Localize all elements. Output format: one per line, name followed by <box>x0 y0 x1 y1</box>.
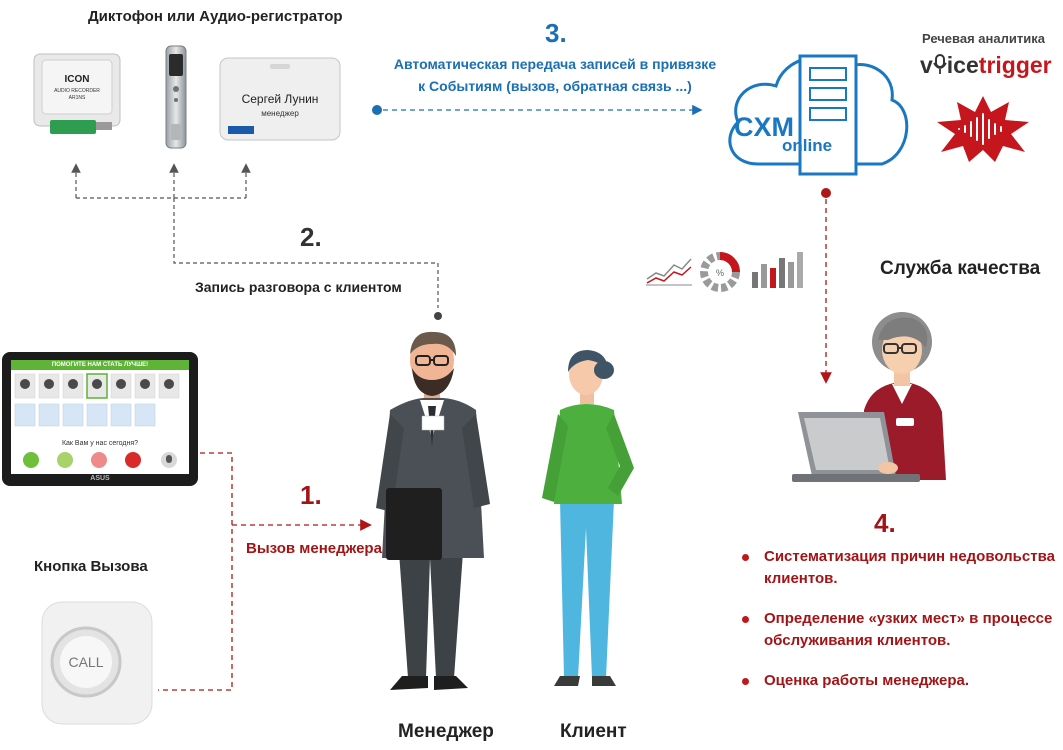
tablet-brand: ASUS <box>90 475 110 482</box>
sound-burst-icon <box>933 94 1033 164</box>
analytics-label: Речевая аналитика <box>922 31 1045 46</box>
voice-recorder <box>160 44 190 152</box>
voicetrigger-trigger: trigger <box>978 52 1052 78</box>
record-connector <box>71 163 439 308</box>
outcome-list: Систематизация причин недовольства клиен… <box>738 546 1056 710</box>
icon-brand: ICON <box>65 74 90 85</box>
microphone-icon <box>933 53 947 74</box>
client-figure <box>538 348 638 690</box>
client-label: Клиент <box>560 721 627 742</box>
call-button-label: CALL <box>68 654 104 670</box>
step4-number: 4. <box>874 508 896 538</box>
recorder-title: Диктофон или Аудио-регистратор <box>88 8 343 25</box>
manager-label: Менеджер <box>398 721 494 742</box>
step3-text-line2: к Событиям (вызов, обратная связь ...) <box>418 78 692 94</box>
upload-start-dot <box>372 105 382 115</box>
manager-connector-dot <box>434 312 442 320</box>
icon-line1: AUDIO RECORDER <box>54 88 100 94</box>
svg-text:%: % <box>716 268 724 278</box>
badge-role: менеджер <box>261 109 299 118</box>
bar-chart-icon <box>750 250 804 290</box>
tablet-question: Как Вам у нас сегодня? <box>61 440 139 447</box>
name-badge: Сергей Лунин менеджер <box>218 56 344 144</box>
step1-text: Вызов менеджера <box>246 540 382 557</box>
tablet-rating-row <box>19 450 184 470</box>
call-connector <box>158 452 372 691</box>
cloud-output-dot <box>821 188 831 198</box>
step3-number: 3. <box>545 18 567 48</box>
step3-text-line1: Автоматическая передача записей в привяз… <box>393 56 717 72</box>
cxm-logo-bottom: online <box>782 136 833 155</box>
donut-chart-icon: % <box>698 250 742 294</box>
list-item: Определение «узких мест» в процессе обсл… <box>738 608 1056 652</box>
line-chart-icon <box>644 255 694 287</box>
quality-service-title: Служба качества <box>880 258 1041 279</box>
tablet-staff-grid <box>14 373 180 427</box>
call-button: CALL <box>38 598 156 728</box>
tablet-header: ПОМОГИТЕ НАМ СТАТЬ ЛУЧШЕ! <box>11 360 189 370</box>
quality-analyst-figure <box>792 300 952 490</box>
audio-recorder-box: ICON AUDIO RECORDER AR1NS <box>28 50 123 136</box>
tablet-screen: ПОМОГИТЕ НАМ СТАТЬ ЛУЧШЕ! Как Вам у нас … <box>11 360 189 474</box>
voicetrigger-v: v <box>920 52 933 78</box>
icon-line2: AR1NS <box>69 95 86 101</box>
step2-number: 2. <box>300 222 322 252</box>
cxm-cloud: CXM online <box>718 34 914 184</box>
step1-number: 1. <box>300 480 322 510</box>
badge-name: Сергей Лунин <box>241 92 319 106</box>
list-item: Систематизация причин недовольства клиен… <box>738 546 1056 590</box>
call-button-title: Кнопка Вызова <box>34 558 148 575</box>
list-item: Оценка работы менеджера. <box>738 670 1056 692</box>
voicetrigger-ice: ice <box>946 52 979 78</box>
step2-text: Запись разговора с клиентом <box>195 279 402 295</box>
manager-figure <box>368 328 498 710</box>
feedback-tablet: ПОМОГИТЕ НАМ СТАТЬ ЛУЧШЕ! Как Вам у нас … <box>2 352 198 486</box>
cxm-logo-top: CXM <box>734 112 794 142</box>
